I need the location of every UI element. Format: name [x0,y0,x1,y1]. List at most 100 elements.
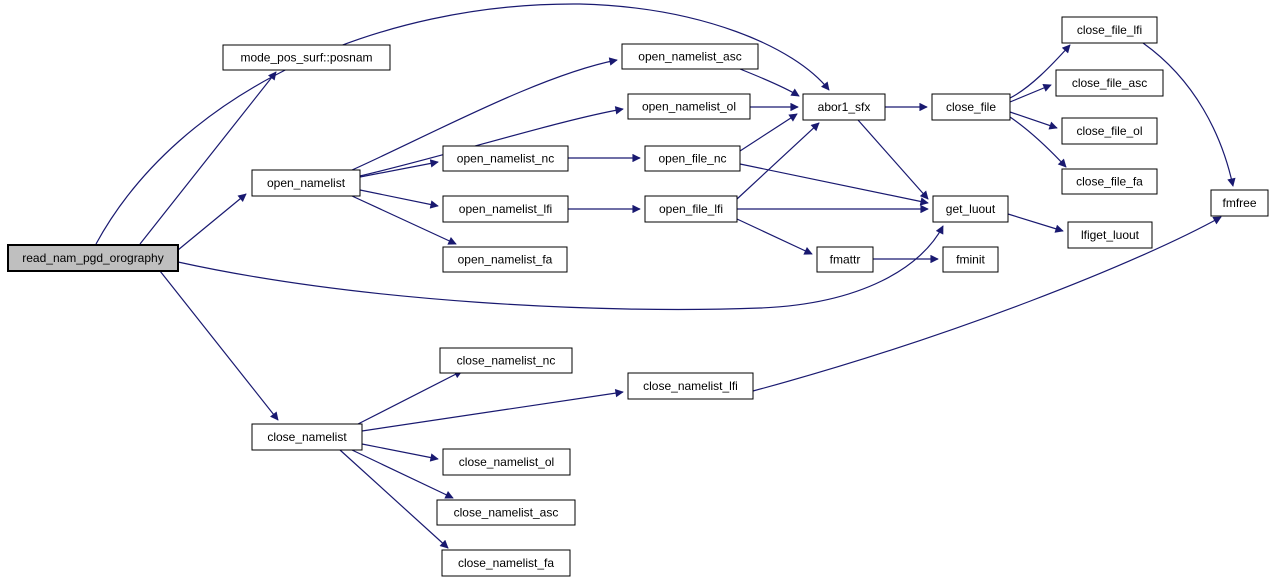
graph-node-close_namelist_asc[interactable]: close_namelist_asc [436,499,576,526]
node-label-close_namelist_ol: close_namelist_ol [459,455,554,469]
graph-node-open_namelist_ol[interactable]: open_namelist_ol [627,93,751,120]
node-box-open_file_lfi[interactable] [644,195,738,223]
edge-open_namelist-to-open_namelist_lfi [359,189,439,209]
node-label-close_namelist_fa: close_namelist_fa [458,556,554,570]
edge-open_file_nc-to-abor1_sfx [739,113,798,152]
edge-open_namelist-to-open_namelist_nc [359,159,439,178]
node-box-open_namelist_asc[interactable] [621,43,759,70]
node-box-open_file_nc[interactable] [644,145,741,172]
node-label-lfiget_luout: lfiget_luout [1081,228,1140,242]
graph-node-close_file_asc[interactable]: close_file_asc [1055,69,1164,97]
node-box-abor1_sfx[interactable] [802,93,886,121]
node-box-fmfree[interactable] [1210,189,1269,217]
graph-node-read_nam_pgd_orography[interactable]: read_nam_pgd_orography [7,244,179,272]
graph-node-close_namelist_ol[interactable]: close_namelist_ol [442,448,571,476]
edge-read_nam_pgd_orography-to-get_luout [177,225,944,311]
node-label-abor1_sfx: abor1_sfx [818,100,871,114]
node-box-open_namelist_lfi[interactable] [442,195,569,223]
edge-close_file_lfi-to-fmfree [1142,42,1236,187]
graph-node-open_namelist_fa[interactable]: open_namelist_fa [442,246,568,273]
edge-read_nam_pgd_orography-to-open_namelist [177,193,247,251]
node-box-read_nam_pgd_orography[interactable] [7,244,179,272]
graph-node-close_namelist_fa[interactable]: close_namelist_fa [441,549,571,577]
edge-close_file-to-close_file_ol [1009,111,1058,130]
graph-node-abor1_sfx[interactable]: abor1_sfx [802,93,886,121]
graph-node-close_file_ol[interactable]: close_file_ol [1061,117,1158,145]
edge-close_namelist-to-close_namelist_lfi [361,388,624,432]
graph-node-open_namelist[interactable]: open_namelist [251,169,361,197]
node-box-close_file_fa[interactable] [1061,168,1158,195]
graph-node-close_namelist[interactable]: close_namelist [251,423,363,451]
node-box-open_namelist[interactable] [251,169,361,197]
edge-close_namelist-to-close_namelist_ol [361,443,439,462]
edge-abor1_sfx-to-get_luout [857,119,929,200]
node-label-fmfree: fmfree [1222,196,1256,210]
edge-close_file-to-close_file_lfi [1009,44,1071,99]
node-box-posnam[interactable] [222,44,391,71]
graph-node-open_file_nc[interactable]: open_file_nc [644,145,741,172]
edge-close_file-to-close_file_asc [1009,84,1052,103]
graph-node-open_namelist_nc[interactable]: open_namelist_nc [442,145,569,172]
node-label-close_file_ol: close_file_ol [1076,124,1142,138]
node-box-close_file_lfi[interactable] [1061,16,1158,44]
graph-node-fmfree[interactable]: fmfree [1210,189,1269,217]
graph-node-close_namelist_nc[interactable]: close_namelist_nc [439,347,573,374]
node-label-read_nam_pgd_orography: read_nam_pgd_orography [22,251,163,265]
graph-node-close_file_fa[interactable]: close_file_fa [1061,168,1158,195]
node-label-open_file_nc: open_file_nc [658,152,726,166]
node-box-close_file_ol[interactable] [1061,117,1158,145]
node-box-close_namelist_fa[interactable] [441,549,571,577]
node-label-close_file_lfi: close_file_lfi [1077,23,1142,37]
graph-node-close_file[interactable]: close_file [931,93,1011,121]
node-label-close_namelist_nc: close_namelist_nc [457,354,556,368]
edge-open_namelist-to-open_namelist_asc [351,57,618,171]
node-box-lfiget_luout[interactable] [1067,221,1153,249]
node-box-close_file_asc[interactable] [1055,69,1164,97]
graph-node-fminit[interactable]: fminit [942,246,999,273]
node-box-close_namelist_nc[interactable] [439,347,573,374]
edge-open_namelist_asc-to-abor1_sfx [739,68,800,97]
node-box-open_namelist_ol[interactable] [627,93,751,120]
node-label-fminit: fminit [956,253,985,267]
graph-node-close_file_lfi[interactable]: close_file_lfi [1061,16,1158,44]
edge-open_namelist-to-open_namelist_fa [351,195,457,245]
node-label-open_namelist_lfi: open_namelist_lfi [459,202,552,216]
node-box-open_namelist_nc[interactable] [442,145,569,172]
graph-node-fmattr[interactable]: fmattr [816,246,874,273]
node-box-close_namelist_asc[interactable] [436,499,576,526]
graph-node-open_namelist_lfi[interactable]: open_namelist_lfi [442,195,569,223]
node-label-open_namelist_fa: open_namelist_fa [458,253,553,267]
node-box-get_luout[interactable] [932,195,1009,223]
graph-node-open_file_lfi[interactable]: open_file_lfi [644,195,738,223]
node-label-posnam: mode_pos_surf::posnam [240,51,372,65]
edge-open_file_lfi-to-abor1_sfx [736,122,820,200]
edge-close_namelist-to-close_namelist_fa [339,449,449,549]
node-label-close_namelist_asc: close_namelist_asc [454,506,559,520]
graph-node-posnam[interactable]: mode_pos_surf::posnam [222,44,391,71]
node-box-fminit[interactable] [942,246,999,273]
node-box-fmattr[interactable] [816,246,874,273]
graph-node-lfiget_luout[interactable]: lfiget_luout [1067,221,1153,249]
edge-close_namelist_lfi-to-fmfree [752,216,1222,392]
graph-node-open_namelist_asc[interactable]: open_namelist_asc [621,43,759,70]
edge-close_file-to-close_file_fa [1009,116,1067,168]
node-label-close_namelist_lfi: close_namelist_lfi [643,379,738,393]
node-label-close_file_asc: close_file_asc [1072,76,1147,90]
edge-open_namelist-to-open_namelist_ol [359,106,624,177]
node-box-close_file[interactable] [931,93,1011,121]
node-box-close_namelist[interactable] [251,423,363,451]
node-label-close_file_fa: close_file_fa [1076,175,1143,189]
graph-node-close_namelist_lfi[interactable]: close_namelist_lfi [627,372,754,400]
node-box-close_namelist_ol[interactable] [442,448,571,476]
graph-node-get_luout[interactable]: get_luout [932,195,1009,223]
node-box-open_namelist_fa[interactable] [442,246,568,273]
node-box-close_namelist_lfi[interactable] [627,372,754,400]
node-label-open_file_lfi: open_file_lfi [659,202,723,216]
node-label-get_luout: get_luout [946,202,996,216]
edge-get_luout-to-lfiget_luout [1007,213,1064,233]
edge-read_nam_pgd_orography-to-abor1_sfx [95,3,830,245]
node-label-open_namelist_asc: open_namelist_asc [638,50,741,64]
edge-open_file_lfi-to-fmattr [736,218,813,255]
